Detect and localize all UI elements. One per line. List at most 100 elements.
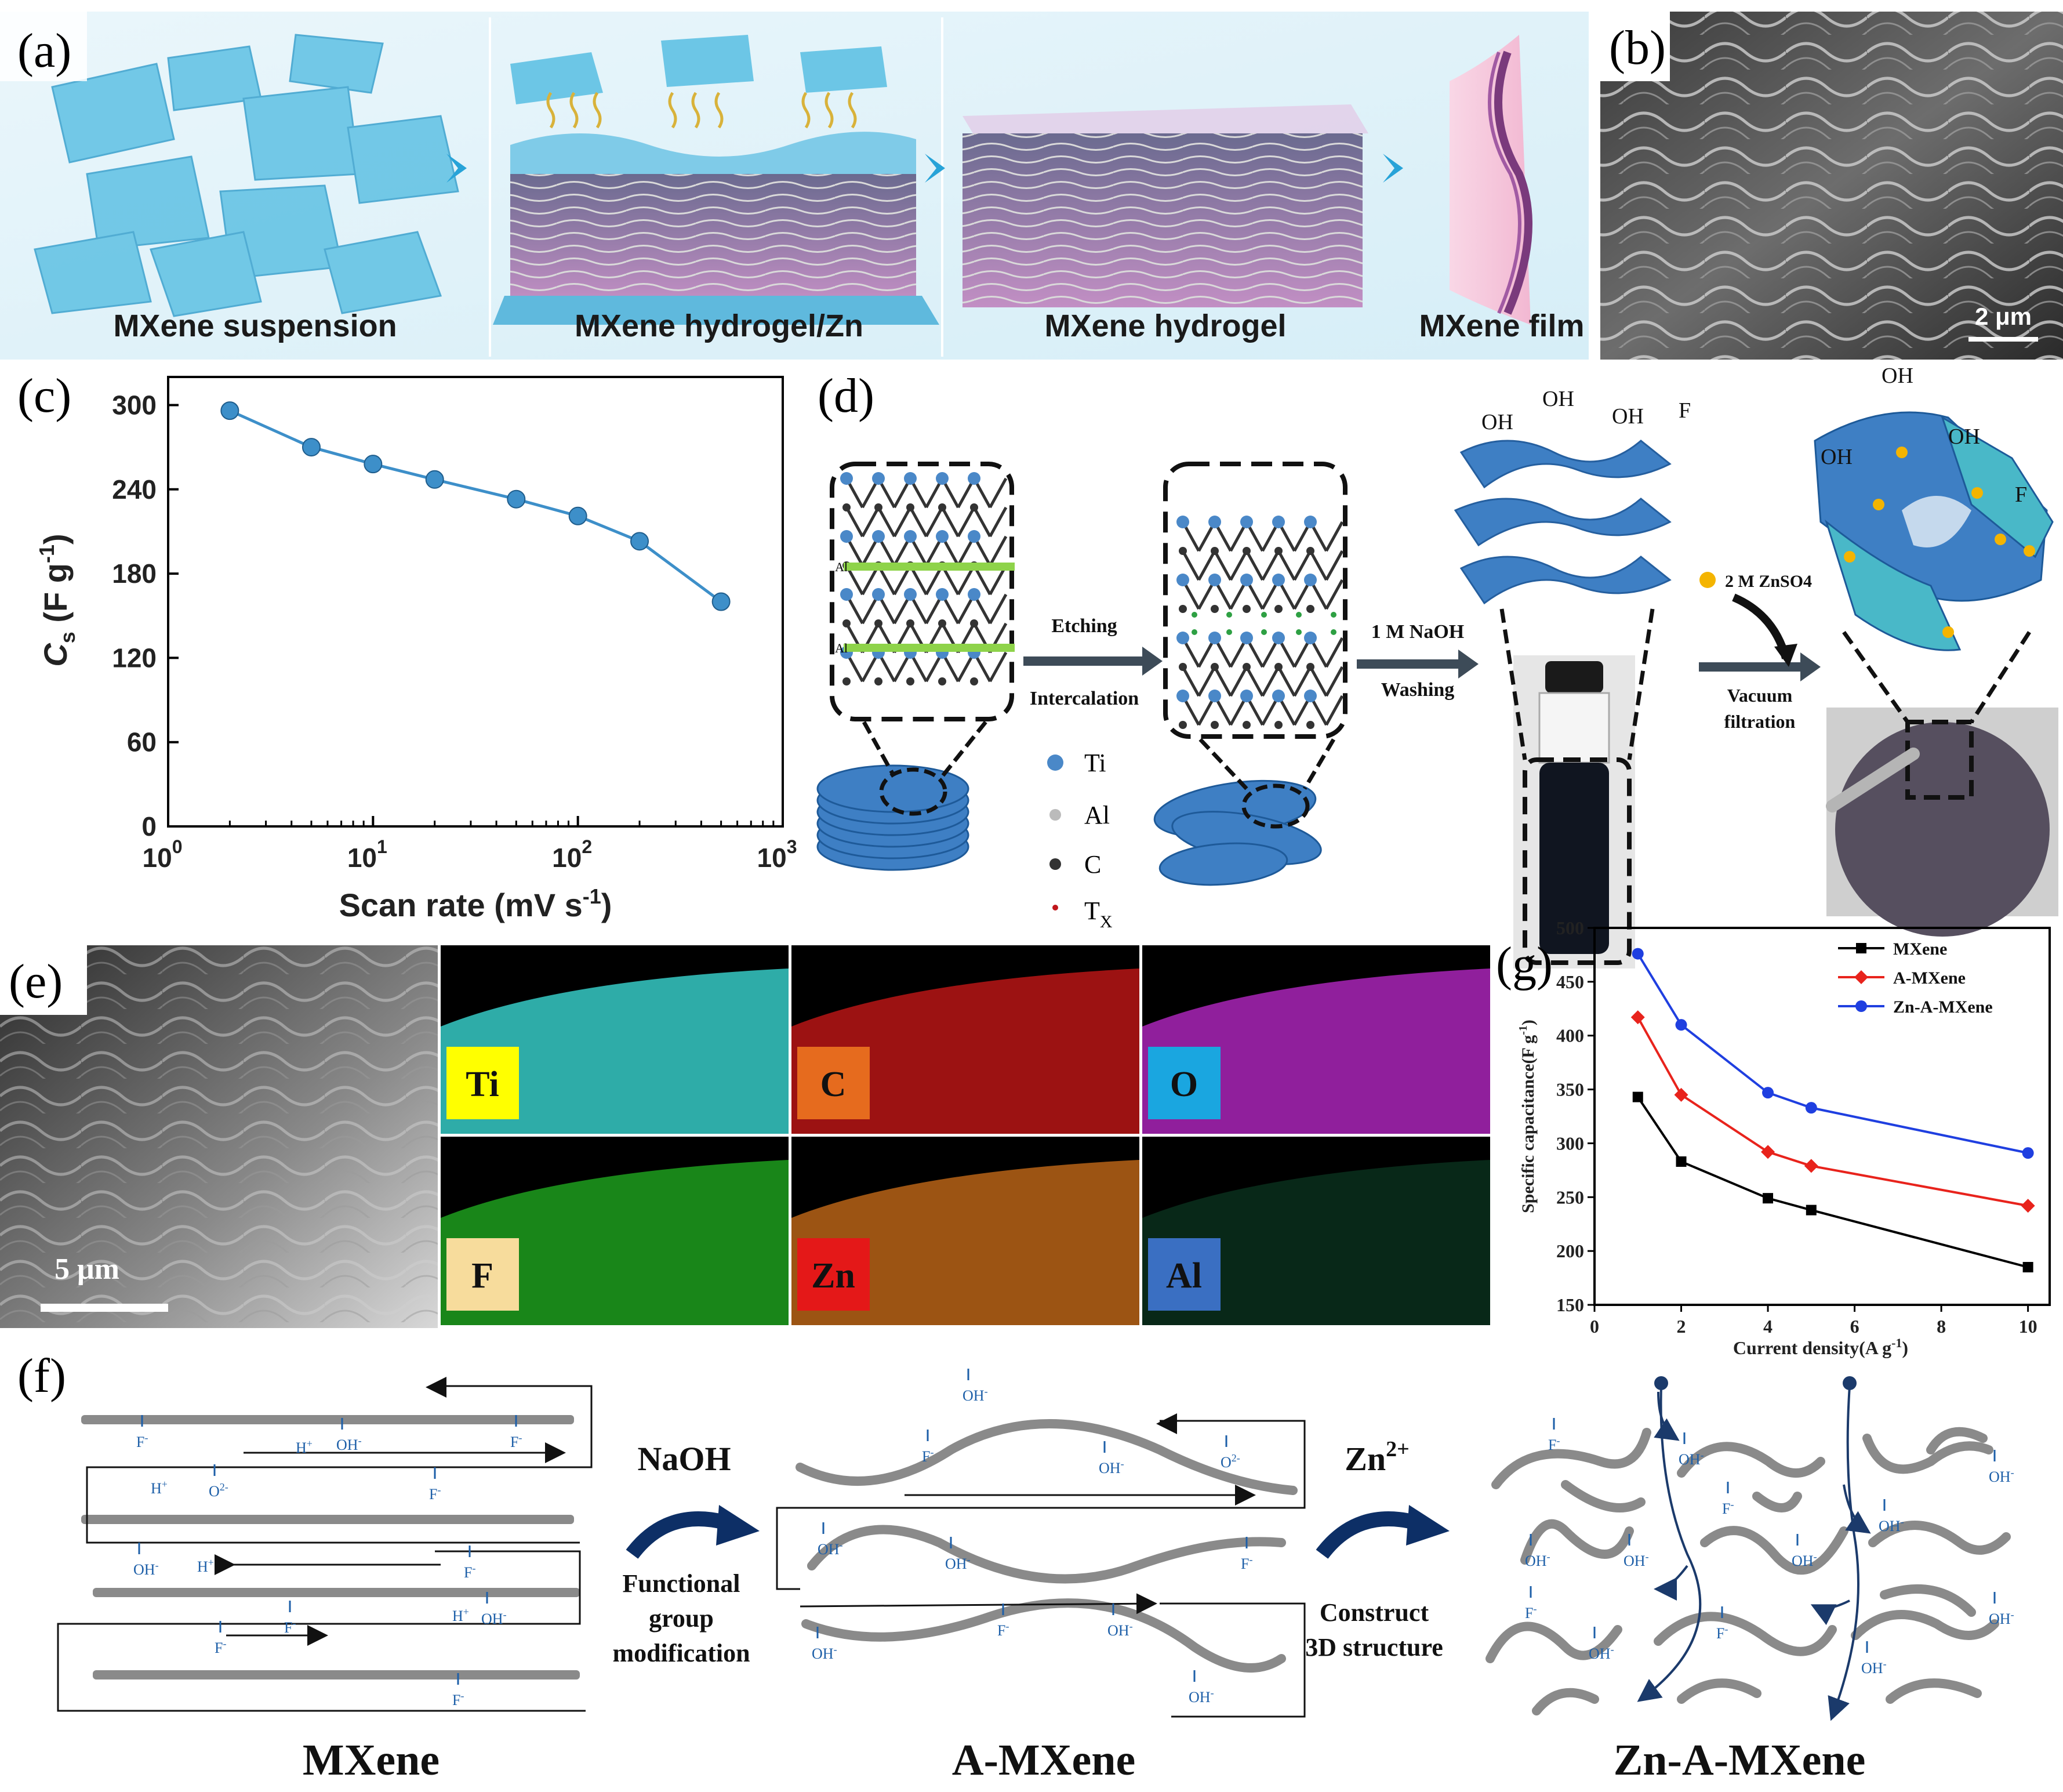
legend-ti: Ti <box>1084 749 1106 777</box>
step-f-desc-5: 3D structure <box>1305 1633 1443 1662</box>
c-atom <box>1274 605 1283 613</box>
lattice-bond <box>893 506 912 538</box>
chart-g-xtick-label: 6 <box>1850 1316 1859 1337</box>
ti-atom <box>1176 574 1189 586</box>
surface-group-oh_minus: OH- <box>1861 1658 1887 1677</box>
c-atom <box>1243 663 1251 671</box>
panel-g-label: (g) <box>1496 937 1553 991</box>
chart-g-ytick-label: 250 <box>1556 1187 1584 1207</box>
surface-group-oh_minus: OH- <box>133 1559 159 1578</box>
chart-g-point <box>1676 1156 1687 1167</box>
tx-group <box>1331 629 1336 635</box>
surface-group-oh_minus: OH- <box>1589 1644 1614 1662</box>
c-atom <box>970 503 978 512</box>
step-f-desc-3: modification <box>612 1639 750 1667</box>
surface-group-oh_minus: OH- <box>336 1435 362 1453</box>
surface-group-oh_minus: OH- <box>1989 1467 2014 1485</box>
chart-c-ytick-label: 0 <box>141 811 157 841</box>
c-atom <box>938 619 946 627</box>
element-label-box <box>1148 1238 1221 1311</box>
chart-g-point <box>1762 1087 1774 1099</box>
lattice-bond <box>989 651 1008 683</box>
mxene-surface-groups: F-OH-F-O2-F-OH-F-F-OH-F-F-H+H+H+H+ <box>133 1415 522 1708</box>
tx-group <box>1261 612 1267 618</box>
legend-label: A-MXene <box>1893 968 1966 988</box>
lattice-bond <box>972 506 991 538</box>
chart-g-xtick-label: 10 <box>2019 1316 2037 1337</box>
tx-group <box>1296 612 1302 618</box>
lattice-bond <box>1325 579 1344 610</box>
lattice-bond <box>1229 550 1248 581</box>
panel-d-label: (d) <box>818 369 874 423</box>
surface-group-oh_minus: OH- <box>818 1539 843 1558</box>
panel-b: (b) 2 μm <box>1600 12 2063 360</box>
tx-group <box>1192 629 1197 635</box>
ti-atom <box>872 472 885 485</box>
chart-c-xtick-label: 103 <box>757 836 797 873</box>
chart-c-ytick-label: 120 <box>112 643 157 673</box>
max-disk-stack <box>816 764 969 871</box>
step-f-naoh: NaOH <box>637 1440 731 1478</box>
c-atom <box>970 677 978 685</box>
lattice-bond <box>909 506 928 538</box>
title-a-mxene: A-MXene <box>952 1736 1136 1784</box>
ti-atom <box>1304 632 1317 644</box>
caption-mxene-suspension: MXene suspension <box>113 309 397 343</box>
element-label-box <box>446 1238 519 1311</box>
svg-text:F: F <box>2015 483 2027 507</box>
surface-group-oh_minus: OH- <box>1792 1551 1817 1569</box>
chart-g-xtick-label: 4 <box>1763 1316 1773 1337</box>
lattice-bond <box>1213 666 1232 697</box>
lattice-bond <box>1277 666 1296 697</box>
a-mxene-flakes <box>1454 440 1672 605</box>
panel-c-label: (c) <box>17 369 71 423</box>
mxene-sheets <box>81 1415 580 1679</box>
lattice-bond <box>1325 521 1344 552</box>
legend-marker <box>1855 1000 1867 1012</box>
chart-c-ytick-label: 180 <box>112 558 157 589</box>
ti-atom <box>872 588 885 601</box>
surface-group-oh_minus: OH- <box>1189 1687 1214 1706</box>
c-atom <box>842 677 851 685</box>
element-label: F <box>471 1256 493 1296</box>
surface-group-f_minus: F- <box>1241 1554 1252 1572</box>
svg-text:OH: OH <box>1481 410 1513 434</box>
element-label: O <box>1170 1065 1198 1104</box>
surface-group-oh_minus: OH- <box>1679 1449 1704 1468</box>
lattice-bond <box>1325 666 1344 697</box>
scale-label-e: 5 μm <box>55 1253 119 1286</box>
c-atom <box>1179 547 1187 555</box>
surface-group-oh_minus: OH- <box>963 1385 988 1404</box>
lattice-bond <box>989 593 1008 625</box>
mxene-film-illustration <box>1450 35 1532 325</box>
legend-al: Al <box>1084 801 1110 829</box>
c-atom <box>1211 721 1219 729</box>
lattice-bond <box>989 535 1008 567</box>
ti-atom <box>1176 690 1189 702</box>
chart-c-point <box>364 455 383 474</box>
chart-g-ytick-label: 150 <box>1556 1294 1584 1315</box>
c-atom <box>1179 663 1187 671</box>
chart-g-ylabel: Specific capacitance(F g-1) <box>1517 1020 1538 1213</box>
ti-atom <box>904 530 917 543</box>
lattice-bond <box>989 506 1008 538</box>
title-zn-a-mxene: Zn-A-MXene <box>1614 1736 1866 1784</box>
chart-g-point <box>1632 1091 1643 1102</box>
chart-g-point <box>2022 1262 2033 1272</box>
ti-atom <box>1176 516 1189 528</box>
ti-atom <box>936 588 949 601</box>
surface-group-f_minus: F- <box>452 1690 464 1708</box>
surface-groups-left: OH OH OH F <box>1481 387 1691 434</box>
chart-g-point <box>1805 1102 1817 1114</box>
step-f-desc-1: Functional <box>623 1569 740 1598</box>
chart-c-point <box>568 506 587 525</box>
c-atom <box>874 677 882 685</box>
etched-lattice <box>1176 516 1344 729</box>
chart-g-ytick-label: 300 <box>1556 1133 1584 1153</box>
chart-g-ytick-label: 350 <box>1556 1079 1584 1100</box>
atom-legend: Ti Al C TX <box>1047 749 1113 931</box>
c-atom <box>1306 547 1314 555</box>
step-intercalation: Intercalation <box>1030 688 1139 709</box>
